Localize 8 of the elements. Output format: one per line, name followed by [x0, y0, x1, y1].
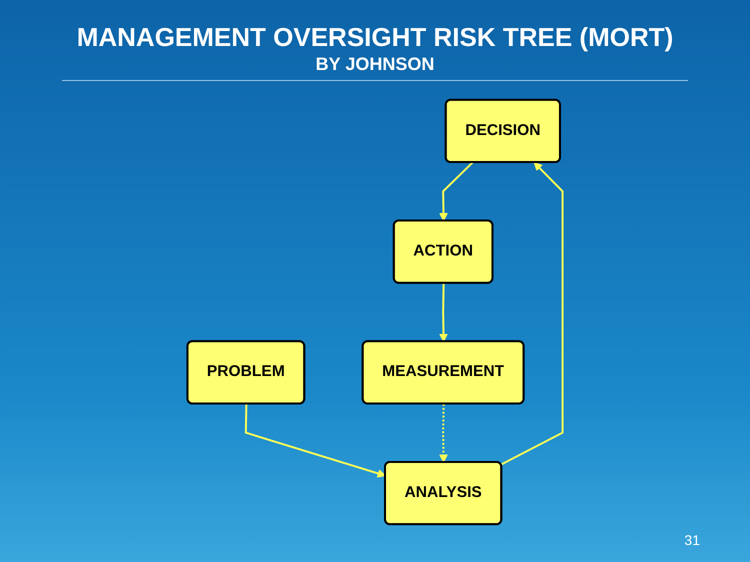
arrow: [244, 404, 386, 478]
arrow: [500, 162, 564, 466]
diagram-title: MANAGEMENT OVERSIGHT RISK TREE (MORT): [76, 22, 674, 53]
page-number: 31: [684, 532, 700, 548]
subtitle: BY JOHNSON: [314, 54, 436, 75]
arrow: [439, 404, 448, 463]
arrow: [439, 283, 448, 342]
arrow: [439, 162, 474, 222]
